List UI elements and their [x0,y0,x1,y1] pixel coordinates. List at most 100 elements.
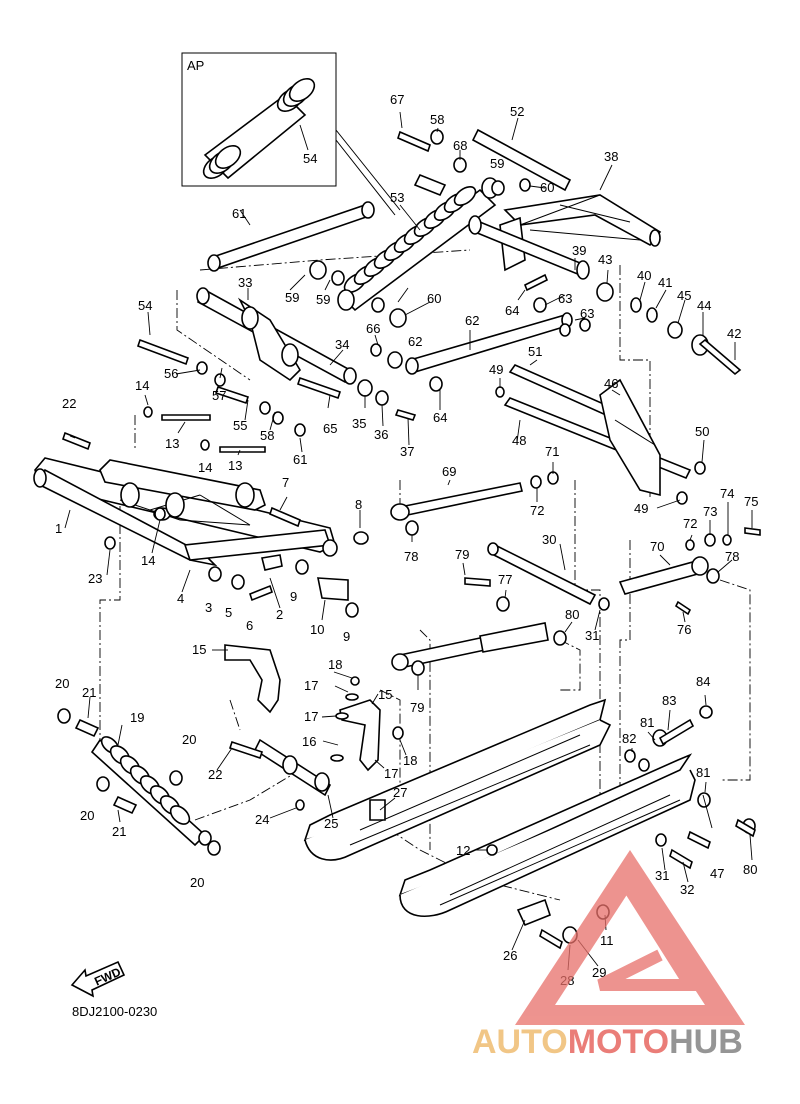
callout-49a: 49 [489,362,503,377]
callout-1: 1 [55,521,62,536]
callout-20d: 20 [190,875,204,890]
callout-8: 8 [355,497,362,512]
callout-85: 84 [696,674,710,689]
inset-label: AP [187,58,204,73]
callout-52: 52 [510,104,524,119]
callout-33: 33 [238,275,252,290]
frame-assembly [33,457,338,567]
callout-79b: 79 [410,700,424,715]
callout-54: 54 [303,151,317,166]
callout-31b: 31 [655,868,669,883]
callout-78a: 77 [498,572,512,587]
fwd-arrow-icon: FWD [70,960,126,998]
callout-55: 54 [138,298,152,313]
callout-22b: 22 [208,767,222,782]
callout-13b: 13 [228,458,242,473]
callout-23: 23 [88,571,102,586]
callout-40: 40 [637,268,651,283]
upper-arm-assembly [196,287,357,385]
callout-15b: 15 [378,687,392,702]
watermark-text: AUTOMOTOHUB [472,1023,743,1061]
callout-22a: 22 [62,396,76,411]
callout-9a: 9 [290,589,297,604]
callout-59c: 59 [316,292,330,307]
callout-45: 45 [677,288,691,303]
callout-46: 46 [604,376,618,391]
callout-59a: 58 [430,112,444,127]
callout-67: 66 [366,321,380,336]
callout-62b: 62 [465,313,479,328]
callout-16: 16 [302,734,316,749]
callout-61a: 60 [540,180,554,195]
fwd-label: FWD [92,965,123,989]
callout-25: 25 [324,816,338,831]
callout-53: 53 [390,190,404,205]
callout-66: 65 [323,421,337,436]
callout-81b: 81 [696,765,710,780]
watermark-logo [515,850,745,1025]
bracket-15-left [224,644,281,714]
callout-19: 19 [130,710,144,725]
callout-47: 47 [710,866,724,881]
callout-6: 6 [246,618,253,633]
callout-63b: 63 [558,291,572,306]
callout-30: 30 [542,532,556,547]
callout-20c: 20 [80,808,94,823]
callout-43: 43 [598,252,612,267]
callout-57: 56 [164,366,178,381]
watermark-auto: AUTO [472,1023,568,1061]
callout-72b: 72 [683,516,697,531]
callout-62a: 61 [232,206,246,221]
hinge-25 [253,738,332,797]
callout-80a: 79 [455,547,469,562]
callout-76: 75 [744,494,758,509]
rear-arm-38 [413,128,662,280]
callout-32: 32 [680,882,694,897]
callout-58b: 58 [260,428,274,443]
arm-71 [618,556,709,595]
callout-34: 34 [335,337,349,352]
callout-14b: 14 [198,460,212,475]
callout-70: 69 [442,464,456,479]
callout-81a: 80 [565,607,579,622]
bellows-boot-icon [202,78,316,180]
callout-41: 41 [658,275,672,290]
callout-69: 68 [453,138,467,153]
callout-75: 74 [720,486,734,501]
callout-60a: 59 [285,290,299,305]
callout-9b: 9 [343,629,350,644]
callout-63a: 62 [408,334,422,349]
callout-51: 51 [528,344,542,359]
callout-13a: 13 [165,436,179,451]
callout-77: 76 [677,622,691,637]
callout-14c: 14 [141,553,155,568]
callout-20b: 20 [182,732,196,747]
callout-56: 55 [233,418,247,433]
damper-79 [391,622,549,671]
ski-right [398,753,696,917]
callout-79a: 78 [404,549,418,564]
callout-73: 72 [530,503,544,518]
callout-64a: 63 [580,306,594,321]
callout-26: 26 [503,948,517,963]
rod-62-lower [405,312,573,375]
callout-59b: 59 [490,156,504,171]
callout-10: 10 [310,622,324,637]
callout-37: 37 [400,444,414,459]
bolt-70 [390,482,523,521]
bracket-15-right [339,699,381,772]
callout-80b: 80 [743,862,757,877]
callout-71: 70 [650,539,664,554]
callout-72a: 71 [545,444,559,459]
callout-18b: 18 [403,753,417,768]
callout-17a: 17 [304,678,318,693]
assembly-lines [99,249,751,901]
callout-83: 82 [622,731,636,746]
callout-39: 39 [572,243,586,258]
callout-15a: 15 [192,642,206,657]
callout-24: 24 [255,812,269,827]
rod-62-upper [207,201,375,272]
shock-absorber-53 [337,177,499,312]
callout-5: 5 [225,605,232,620]
